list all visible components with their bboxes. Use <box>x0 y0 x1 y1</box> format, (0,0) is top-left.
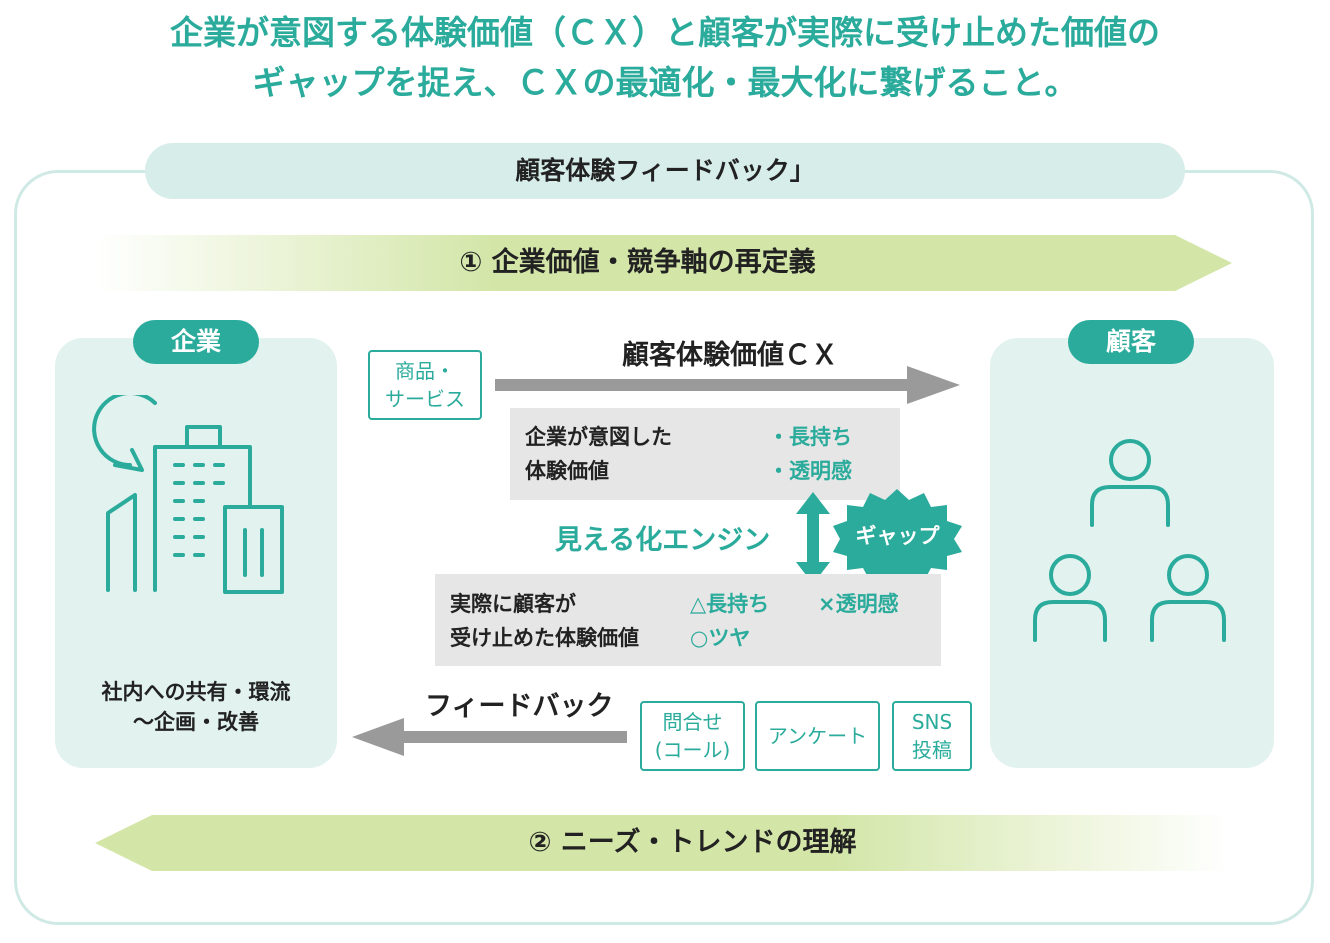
intended-item-2: ・透明感 <box>768 459 852 483</box>
customer-panel <box>990 338 1274 768</box>
company-caption-line-1: 社内への共有・環流 <box>101 680 291 704</box>
company-caption: 社内への共有・環流 〜企画・改善 <box>55 677 337 737</box>
company-caption-line-2: 〜企画・改善 <box>133 710 259 734</box>
channel-inquiry-line-1: 問合せ <box>662 710 723 734</box>
intended-label-line-1: 企業が意図した <box>525 425 672 449</box>
visualization-engine-label: 見える化エンジン <box>555 525 771 556</box>
channel-sns-line-1: SNS <box>911 710 953 734</box>
channel-sns-line-2: 投稿 <box>912 738 952 762</box>
intended-item-1: ・長持ち <box>768 425 852 449</box>
received-value-box <box>435 574 941 666</box>
product-service-tag: 商品・ サービス <box>368 350 482 420</box>
channel-inquiry-tag: 問合せ (コール) <box>640 701 745 771</box>
gap-double-arrow <box>796 492 830 584</box>
channel-sns-tag: SNS 投稿 <box>892 701 972 771</box>
band-bottom-label: ② ニーズ・トレンドの理解 <box>528 827 857 858</box>
headline-line-1: 企業が意図する体験価値（ＣＸ）と顧客が実際に受け止めた価値の <box>170 13 1160 52</box>
people-icon <box>1033 439 1226 642</box>
received-label-line-1: 実際に顧客が <box>450 592 576 616</box>
company-label: 企業 <box>133 320 259 364</box>
cx-arrow-label: 顧客体験価値ＣＸ <box>622 340 838 371</box>
intended-value-box <box>510 408 900 500</box>
channel-survey-tag: アンケート <box>755 701 880 771</box>
feedback-label: フィードバック <box>425 691 614 722</box>
band-bottom-arrow <box>95 815 1232 871</box>
product-service-line-2: サービス <box>385 387 465 411</box>
channel-inquiry-line-2: (コール) <box>654 738 731 762</box>
gap-badge-starburst <box>833 489 962 584</box>
band-top-label: ① 企業価値・競争軸の再定義 <box>459 247 816 278</box>
received-item-3: ○ツヤ <box>690 626 751 650</box>
intended-label-line-2: 体験価値 <box>525 459 609 483</box>
received-item-2: ×透明感 <box>818 592 899 616</box>
cx-arrow <box>495 366 960 404</box>
feedback-arrow <box>352 718 627 756</box>
received-label-line-2: 受け止めた体験価値 <box>450 626 639 650</box>
frame-title: 顧客体験フィードバック」 <box>145 143 1185 199</box>
customer-label: 顧客 <box>1068 320 1194 364</box>
received-item-1: △長持ち <box>690 592 770 616</box>
channel-survey-line-1: アンケート <box>767 724 868 748</box>
building-icon <box>92 395 284 594</box>
headline-line-2: ギャップを捉え、ＣＸの最適化・最大化に繋げること。 <box>252 63 1078 102</box>
band-top-arrow <box>95 235 1232 291</box>
product-service-line-1: 商品・ <box>395 359 455 383</box>
gap-badge: ギャップ <box>855 524 940 548</box>
